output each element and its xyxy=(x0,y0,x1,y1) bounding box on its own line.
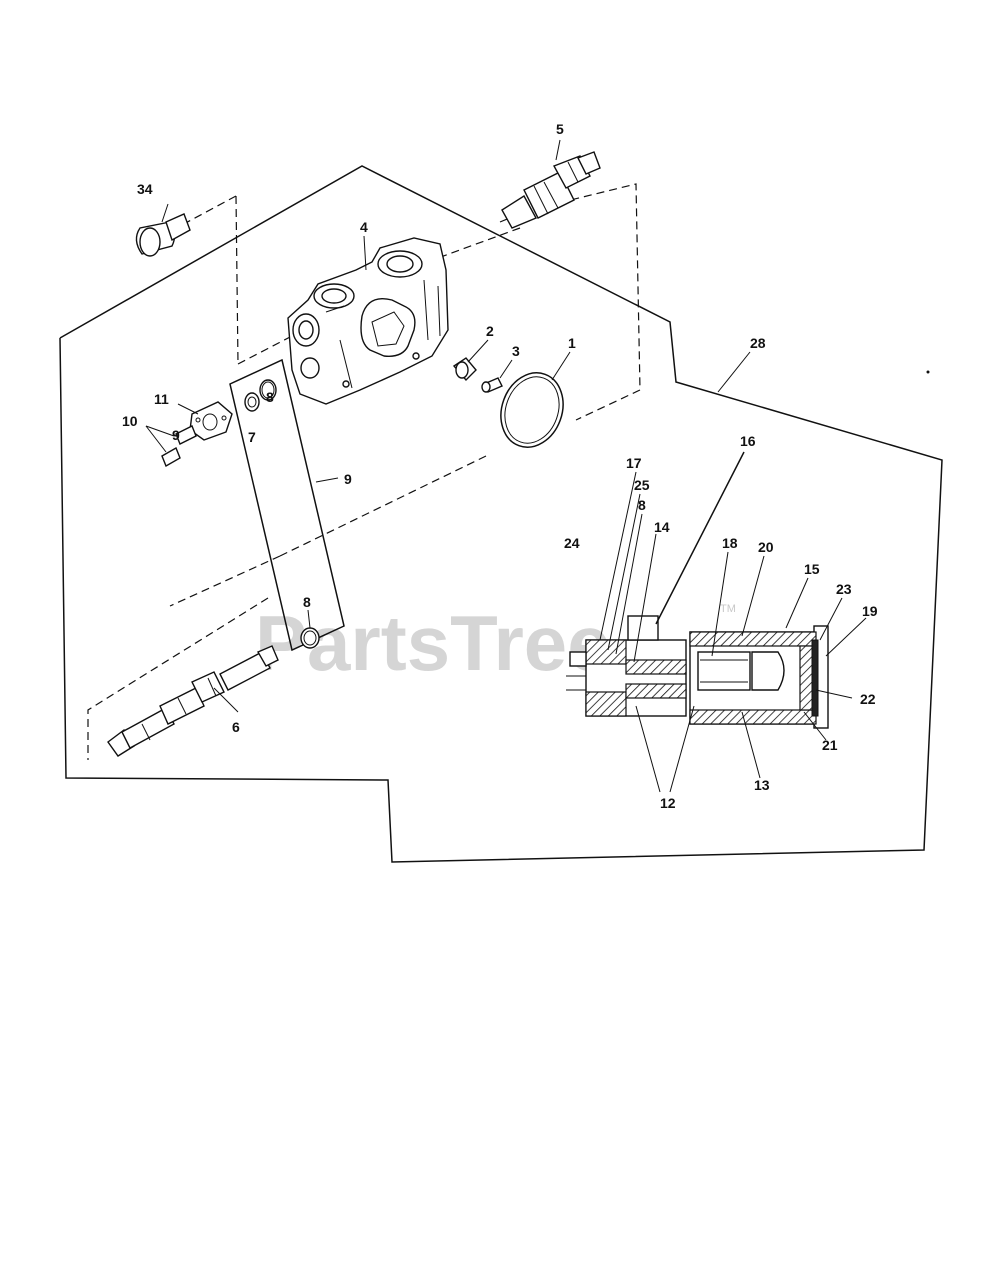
callout-9-screw: 9 xyxy=(172,427,180,443)
fitting-part xyxy=(452,357,477,382)
callout-24: 24 xyxy=(564,535,580,551)
callout-23: 23 xyxy=(836,581,852,597)
callout-34: 34 xyxy=(137,181,153,197)
callout-25: 25 xyxy=(634,477,650,493)
svg-text:TM: TM xyxy=(720,603,736,615)
valve-section-dashed-outline xyxy=(87,183,641,760)
callout-leader-lines xyxy=(145,139,867,793)
callout-10: 10 xyxy=(122,413,138,429)
callout-labels: 34 5 4 2 3 1 28 11 10 9 7 8 9 8 6 16 17 … xyxy=(122,121,878,811)
callout-5: 5 xyxy=(556,121,564,137)
callout-4: 4 xyxy=(360,219,368,235)
o-ring-large-part xyxy=(500,372,564,448)
valve-body-part xyxy=(287,237,449,405)
callout-17: 17 xyxy=(626,455,642,471)
callout-19: 19 xyxy=(862,603,878,619)
retainer-plate-part xyxy=(189,401,233,441)
callout-11: 11 xyxy=(154,391,169,407)
screw-part xyxy=(481,377,503,393)
callout-3: 3 xyxy=(512,343,520,359)
stray-dot xyxy=(926,370,930,374)
cap-screw-part xyxy=(161,425,197,468)
callout-28: 28 xyxy=(750,335,766,351)
callout-21: 21 xyxy=(822,737,838,753)
callout-16: 16 xyxy=(740,433,756,449)
spool-part xyxy=(107,645,279,757)
relief-valve-cross-section xyxy=(566,615,829,729)
callout-8-lower: 8 xyxy=(303,594,311,610)
callout-13: 13 xyxy=(754,777,770,793)
callout-8-detail: 8 xyxy=(638,497,646,513)
assembly-boundary-outline xyxy=(59,165,943,863)
callout-14: 14 xyxy=(654,519,670,535)
callout-8-upper: 8 xyxy=(266,389,274,405)
o-ring-small-part xyxy=(259,379,277,401)
callout-20: 20 xyxy=(758,539,774,555)
o-ring-lower-part xyxy=(300,627,320,649)
callout-9-panel: 9 xyxy=(344,471,352,487)
callout-1: 1 xyxy=(568,335,576,351)
callout-15: 15 xyxy=(804,561,820,577)
seal-ring-part xyxy=(244,392,260,412)
section-gasket-panel xyxy=(229,358,345,652)
relief-cartridge-part xyxy=(501,151,601,229)
callout-22: 22 xyxy=(860,691,876,707)
callout-7: 7 xyxy=(248,429,256,445)
callout-18: 18 xyxy=(722,535,738,551)
plug-part xyxy=(135,213,191,257)
callout-6: 6 xyxy=(232,719,240,735)
callout-2: 2 xyxy=(486,323,494,339)
callout-12: 12 xyxy=(660,795,676,811)
